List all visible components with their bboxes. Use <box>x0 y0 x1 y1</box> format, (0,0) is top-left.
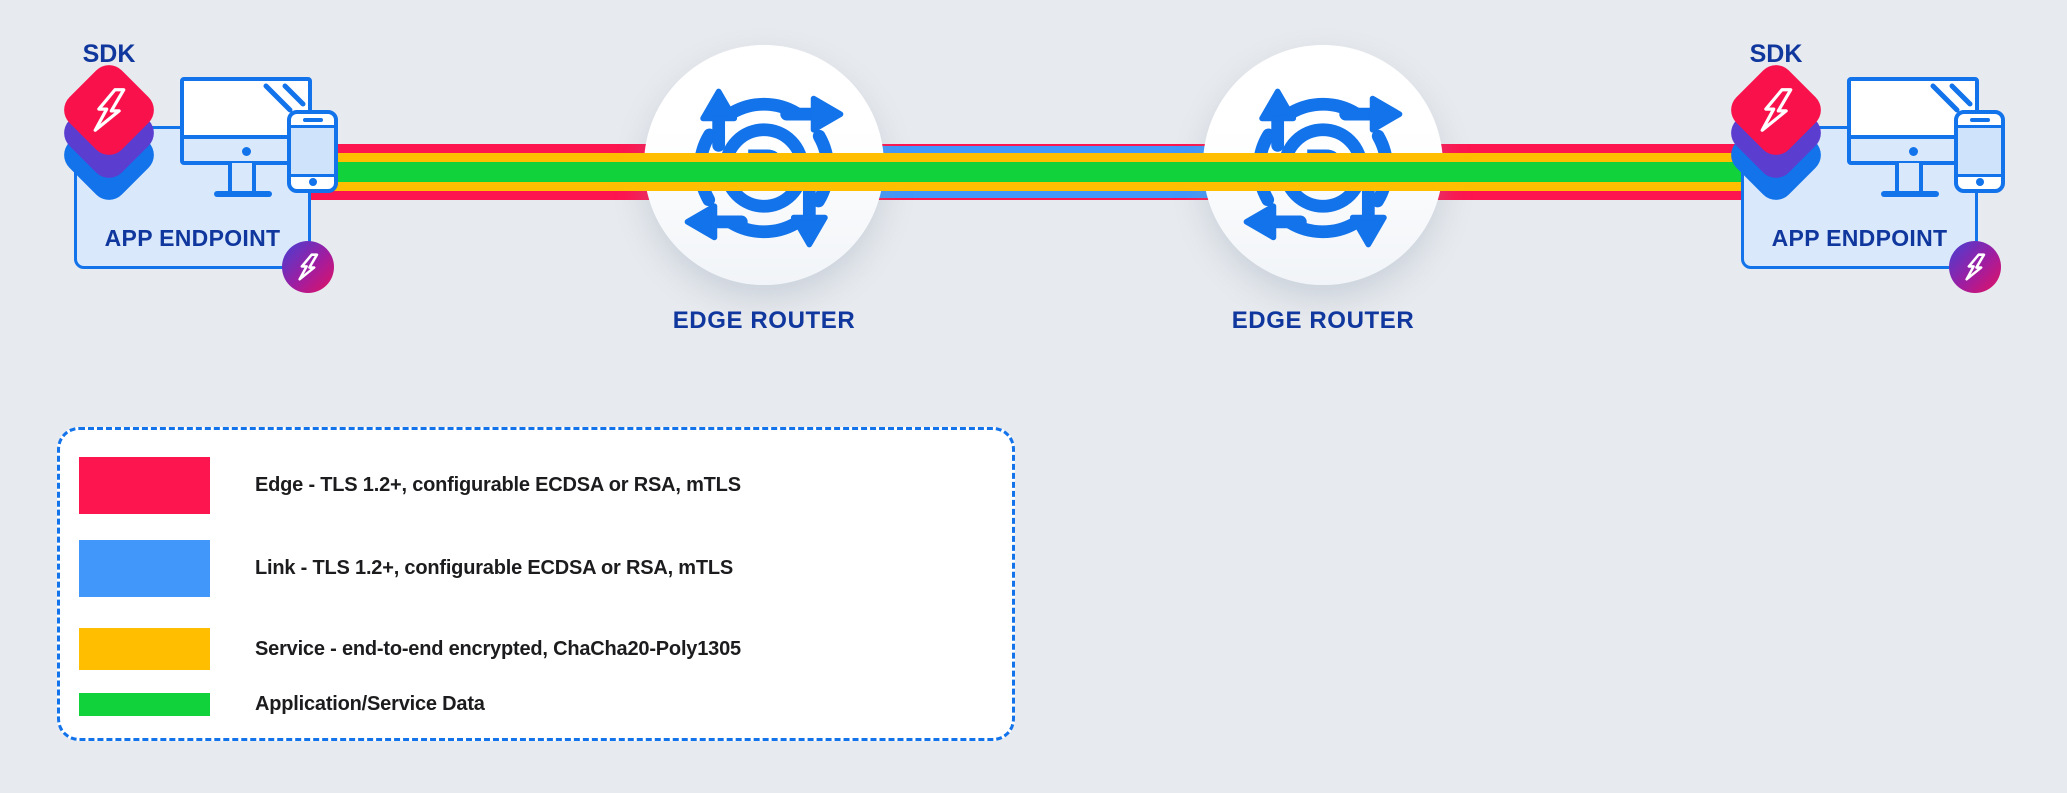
ziti-bolt-icon <box>298 253 319 281</box>
sdk-label: SDK <box>1749 40 1803 68</box>
ziti-badge <box>282 241 334 293</box>
ziti-bolt-icon <box>1965 253 1986 281</box>
legend-label: Edge - TLS 1.2+, configurable ECDSA or R… <box>255 474 741 496</box>
edge-router-label: EDGE ROUTER <box>672 307 856 334</box>
app-endpoint-right: APP ENDPOINT SDK <box>1707 30 2007 310</box>
edge-router-left: R EDGE ROUTER <box>644 45 884 334</box>
ziti-badge <box>1949 241 2001 293</box>
monitor-stand-base <box>1881 191 1939 197</box>
screen-shine-icon <box>1930 83 1973 113</box>
monitor-stand-base <box>214 191 272 197</box>
legend-box: Edge - TLS 1.2+, configurable ECDSA or R… <box>57 427 1015 741</box>
phone-screen <box>291 125 334 177</box>
legend-label: Service - end-to-end encrypted, ChaCha20… <box>255 637 741 660</box>
app-data-band <box>311 162 1745 182</box>
screen-shine-icon <box>263 83 306 113</box>
legend-item-data: Application/Service Data <box>79 693 992 716</box>
legend-item-edge: Edge - TLS 1.2+, configurable ECDSA or R… <box>79 457 992 514</box>
legend-item-service: Service - end-to-end encrypted, ChaCha20… <box>79 628 992 670</box>
ziti-bolt-icon <box>93 88 126 132</box>
service-band-top <box>311 153 1745 162</box>
legend-swatch-link <box>79 540 210 597</box>
legend-label: Link - TLS 1.2+, configurable ECDSA or R… <box>255 557 734 579</box>
service-band-bottom <box>311 182 1745 191</box>
smartphone-icon <box>287 110 338 193</box>
app-endpoint-label: APP ENDPOINT <box>104 225 281 251</box>
link-band-top <box>764 146 1323 153</box>
phone-speaker <box>302 118 323 122</box>
monitor-stand <box>1895 163 1923 193</box>
phone-speaker <box>1969 118 1990 122</box>
app-endpoint-left: APP ENDPOINT SDK <box>40 30 340 310</box>
monitor-dot <box>242 147 251 156</box>
legend-item-link: Link - TLS 1.2+, configurable ECDSA or R… <box>79 540 992 597</box>
sdk-layer-red <box>56 57 162 163</box>
phone-home-button <box>308 178 317 186</box>
sdk-label: SDK <box>82 40 136 68</box>
edge-router-label: EDGE ROUTER <box>1231 307 1415 334</box>
smartphone-icon <box>1954 110 2005 193</box>
link-band-bottom <box>764 191 1323 198</box>
legend-swatch-service <box>79 628 210 670</box>
phone-screen <box>1958 125 2001 177</box>
legend-label: Application/Service Data <box>255 693 485 715</box>
monitor-dot <box>1909 147 1918 156</box>
sdk-layer-red <box>1723 57 1829 163</box>
legend-swatch-edge <box>79 457 210 514</box>
legend-swatch-data <box>79 693 210 716</box>
app-endpoint-label: APP ENDPOINT <box>1771 225 1948 251</box>
monitor-stand <box>228 163 256 193</box>
phone-home-button <box>1975 178 1984 186</box>
ziti-bolt-icon <box>1760 88 1793 132</box>
